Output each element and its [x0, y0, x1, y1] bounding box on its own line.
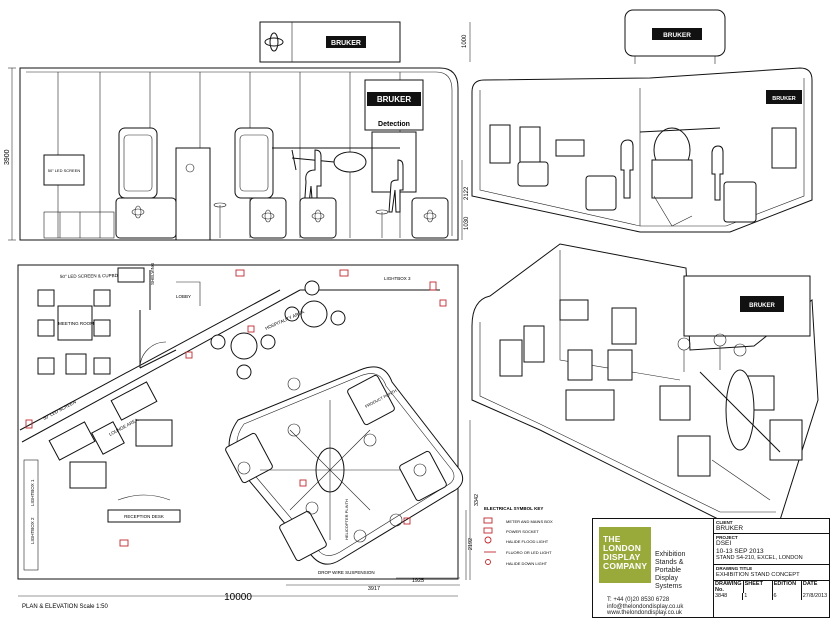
helicopter-label: HELICOPTER PLINTH: [344, 499, 349, 540]
main-logo-text: BRUKER: [377, 95, 411, 104]
meeting-room-furniture: [37, 289, 111, 375]
dim-top: 1000: [462, 34, 468, 48]
dim-d2: 1925: [412, 578, 424, 584]
lightbox-left2-label: LIGHTBOX 2: [30, 517, 35, 544]
perspective-view-2: BRUKER: [471, 243, 819, 521]
email[interactable]: info@thelondondisplay.co.uk: [607, 603, 684, 610]
title-block-fields: CLIENT BRUKER PROJECT DSEI 10-13 SEP 201…: [713, 519, 830, 617]
drawing-title-row: DRAWING TITLE EXHIBITION STAND CONCEPT: [714, 565, 830, 582]
svg-text:BRUKER: BRUKER: [663, 32, 691, 39]
bruker-logo-icon: [264, 32, 366, 52]
dim-d3: 2192: [468, 538, 474, 550]
legend-title: ELECTRICAL SYMBOL KEY: [484, 506, 543, 511]
drawing-meta-values: 3848 1 6 27/8/2013: [714, 593, 830, 600]
legend-item-2: POWER SOCKET: [506, 529, 539, 534]
legend-item-1: METER AND MAINS BOX: [506, 519, 553, 524]
legend-item-3: HALIDE FLOOD LIGHT: [506, 539, 549, 544]
logo-tagline: Exhibition Stands & Portable Display Sys…: [655, 551, 686, 590]
lightbox-left1-label: LIGHTBOX 1: [30, 479, 35, 506]
power-socket-icon: [483, 527, 493, 534]
meeting-room-label: MEETING ROOM: [58, 321, 94, 326]
svg-text:BRUKER: BRUKER: [331, 40, 361, 47]
drop-wire-label: DROP WIRE SUSPENSION: [318, 570, 375, 575]
dim-height: 3900: [4, 149, 11, 165]
led-screen-label: 50" LED SCREEN: [48, 168, 81, 173]
plan-title: PLAN & ELEVATION Scale 1:50: [22, 604, 108, 610]
website[interactable]: www.thelondondisplay.co.uk: [607, 610, 682, 617]
floor-plan: MEETING ROOM 50" LED SCREEN & CUPBD SHEL…: [17, 262, 480, 610]
client-value: BRUKER: [716, 525, 744, 532]
lobby-label: LOBBY: [176, 294, 191, 299]
title-block: THE LONDON DISPLAY COMPANY Exhibition St…: [592, 518, 830, 618]
drawing-no: 3848: [714, 593, 744, 600]
logo-box-icon: [599, 527, 651, 583]
drawing-meta-labels: DRAWING No. SHEET EDITION DATE: [715, 581, 818, 594]
contact-info: T: +44 (0)20 8530 6728 info@thelondondis…: [607, 597, 683, 617]
svg-text:BRUKER: BRUKER: [749, 303, 775, 309]
drawing-title-value: EXHIBITION STAND CONCEPT: [716, 571, 800, 578]
electrical-symbols: [25, 269, 447, 547]
reception-desk-label: RECEPTION DESK: [124, 514, 164, 519]
perspective-view-1: BRUKER BRUKER: [471, 9, 813, 233]
electrical-legend: ELECTRICAL SYMBOL KEY METER AND MAINS BO…: [483, 506, 553, 566]
client-row: CLIENT BRUKER: [714, 519, 830, 535]
down-light-icon: [485, 559, 491, 565]
dim-b: 1030: [464, 216, 470, 230]
edition-no: 6: [773, 593, 802, 600]
lightbox-top-label: LIGHTBOX 3: [384, 276, 411, 281]
shelving-label: SHELVING: [150, 262, 155, 285]
lounge-furniture: [48, 381, 173, 489]
dim-a: 2122: [464, 186, 470, 200]
dim-d1: 3917: [368, 586, 380, 592]
detection-text: Detection: [378, 121, 410, 128]
dim-width: 10000: [224, 592, 252, 603]
legend-item-4: FLUORO OR LED LIGHT: [506, 550, 552, 555]
helicopter-plan-icon: [260, 400, 400, 540]
led-screen-top-label: 50" LED SCREEN & CUPBD: [60, 273, 119, 279]
hospitality-furniture: [210, 280, 346, 380]
sheet-no: 1: [743, 593, 773, 600]
elevation-plinths: [115, 197, 449, 239]
drawing-date: 27/8/2013: [802, 593, 828, 600]
meter-box-icon: [483, 517, 493, 524]
flood-light-icon: [484, 536, 492, 544]
project-row: PROJECT DSEI 10-13 SEP 2013 STAND S4-210…: [714, 534, 830, 565]
legend-item-5: HALIDE DOWN LIGHT: [506, 561, 548, 566]
phone: T: +44 (0)20 8530 6728: [607, 597, 670, 603]
spotlight-circles: [237, 377, 427, 543]
company-logo: THE LONDON DISPLAY COMPANY Exhibition St…: [595, 521, 713, 593]
svg-text:BRUKER: BRUKER: [772, 96, 796, 102]
dim-d4: 3342: [474, 494, 480, 506]
helicopter-icon: [272, 147, 400, 173]
front-elevation: BRUKER 3900 1000 2122 1030 50" LED SCREE…: [4, 21, 471, 241]
